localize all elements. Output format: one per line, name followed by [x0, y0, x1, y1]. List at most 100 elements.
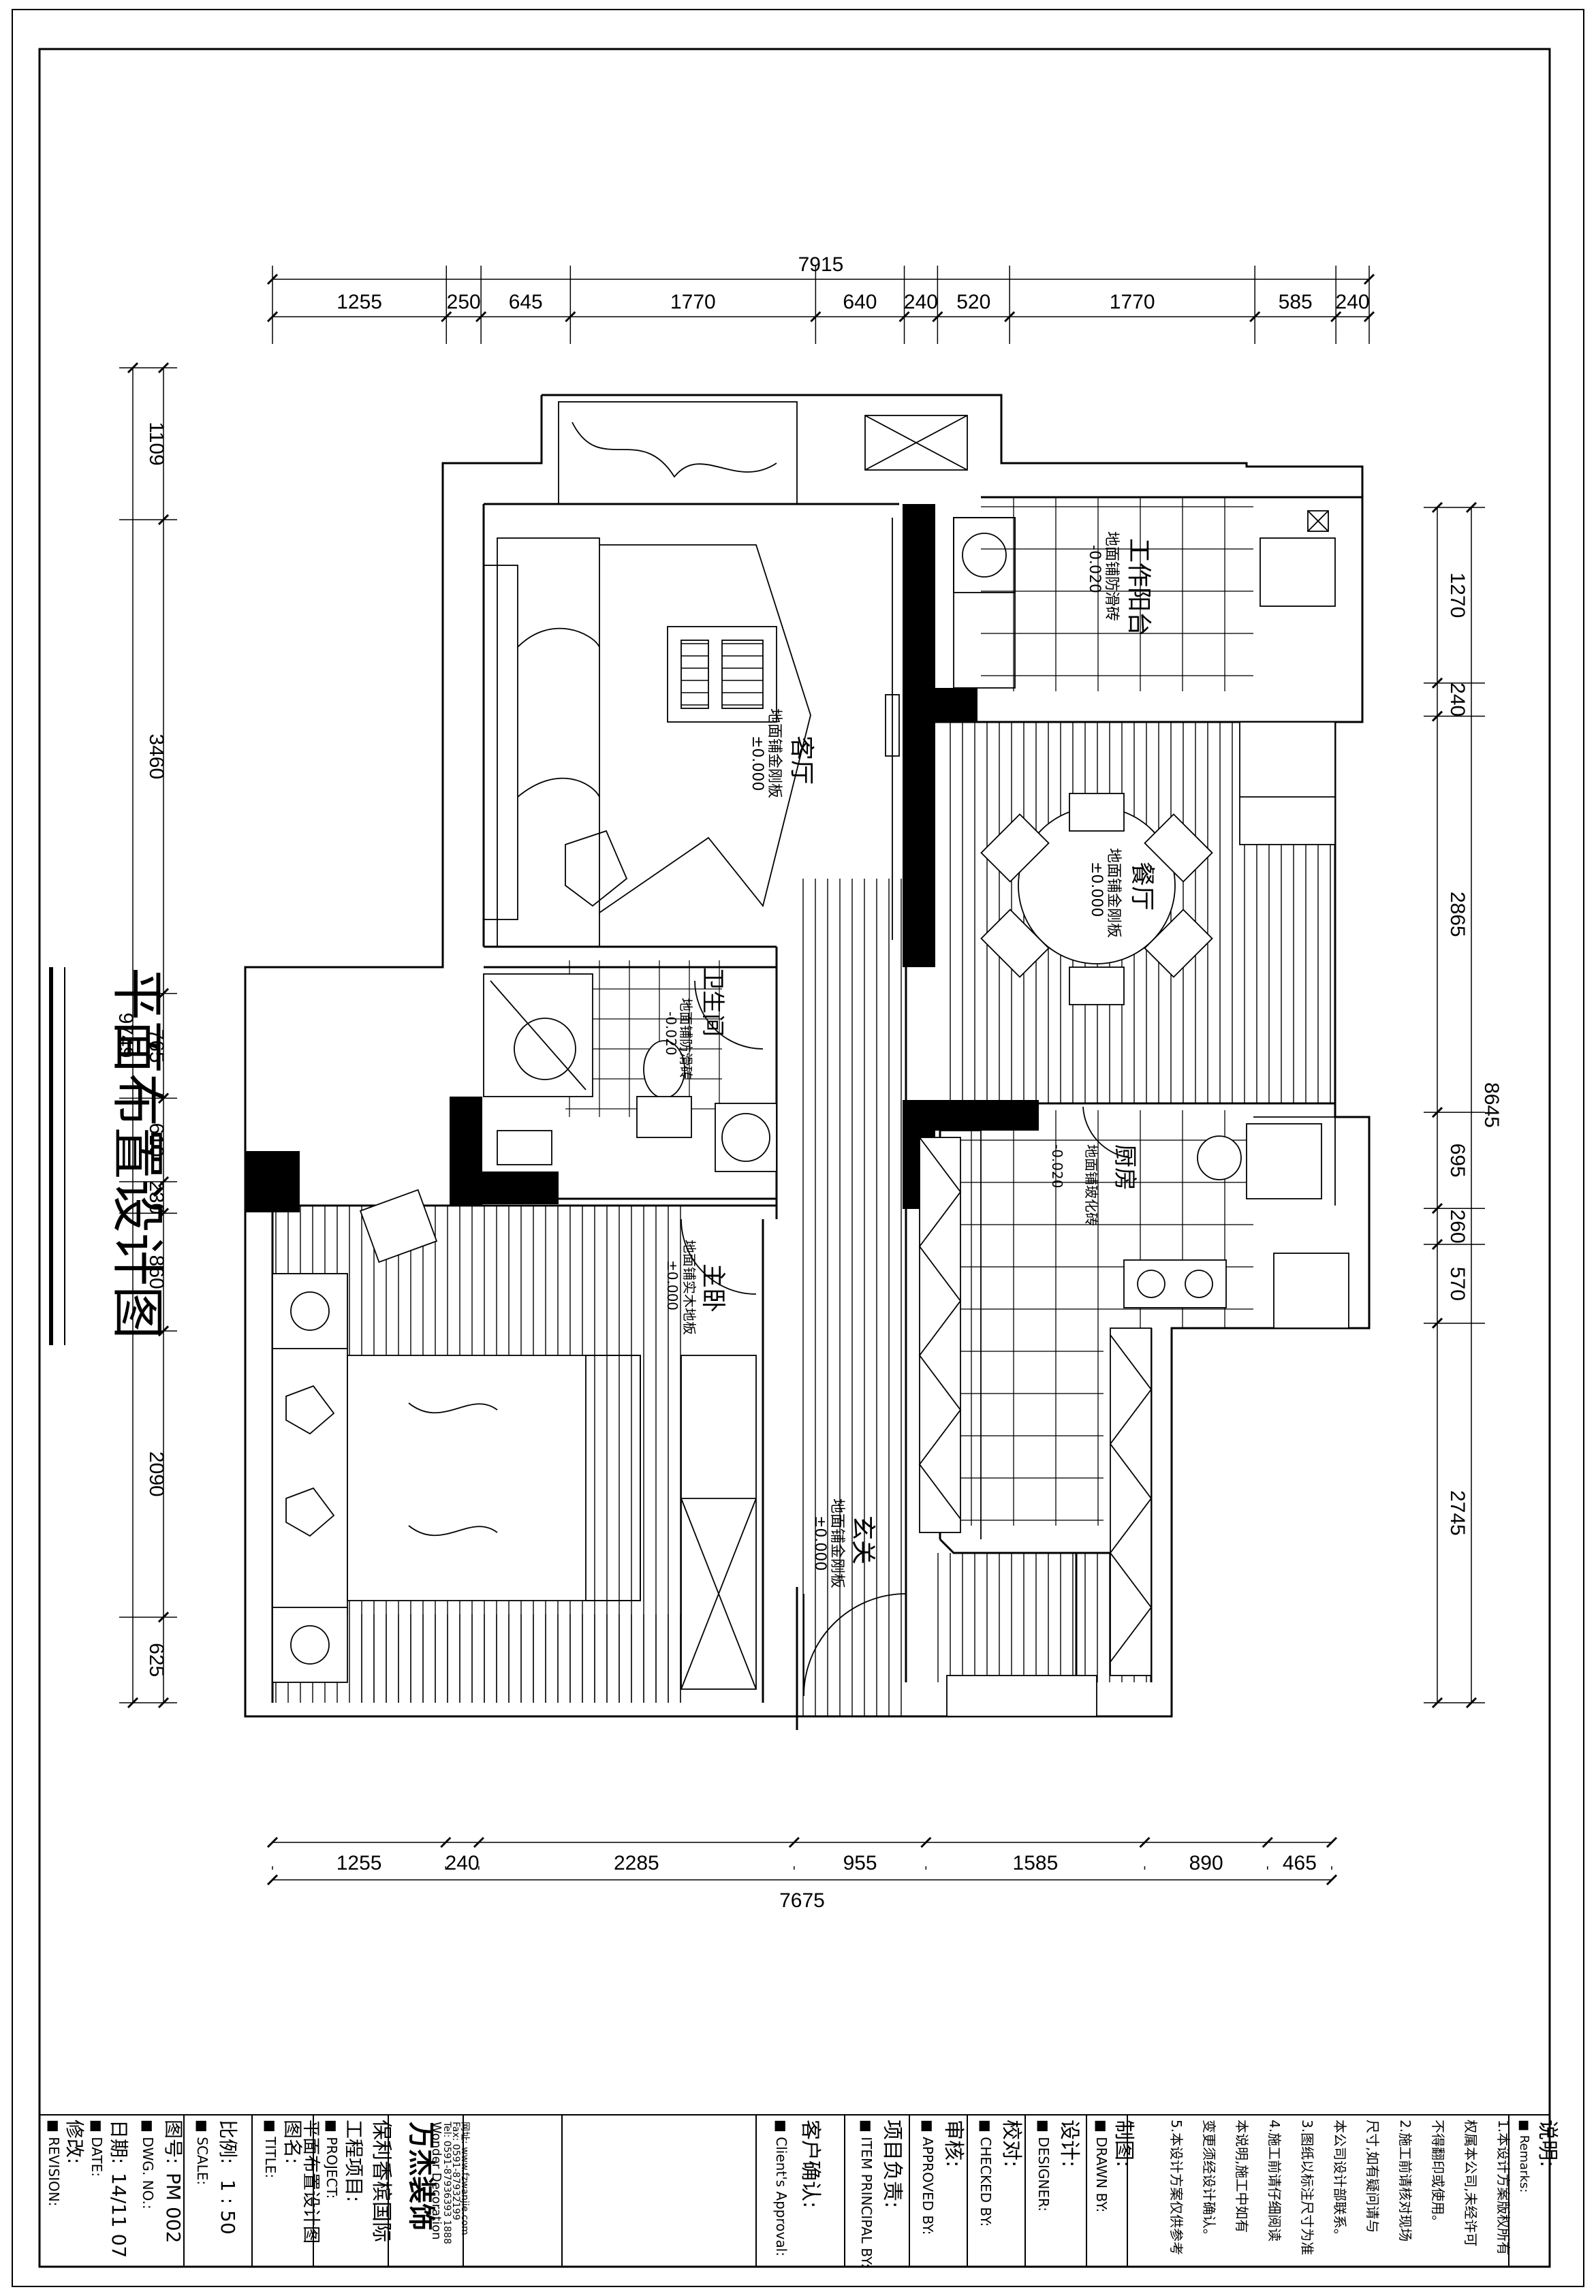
dim-segment-label: 695: [1446, 1144, 1469, 1178]
dim-segment-label: 1255: [337, 291, 382, 313]
approved-label: 审核:: [941, 2120, 965, 2167]
nightstand-bottom: [272, 1607, 348, 1683]
bedroom-cushions: [285, 1385, 335, 1537]
outer-sheet-border: [12, 9, 1584, 2287]
drawn-label: 制图:: [1112, 2120, 1136, 2167]
dim-total-label: 8645: [1480, 1082, 1503, 1128]
remarks-line: 本公司设计部联系。: [1332, 2120, 1348, 2242]
kitchen-bottom-wall: [939, 1538, 1151, 1554]
dim-segment-label: 955: [843, 1852, 877, 1874]
nightstand-top: [272, 1273, 348, 1349]
designer-label: 设计:: [1057, 2120, 1081, 2167]
kitchen-tall-cabinets: [918, 1137, 962, 1533]
company-logo: 万杰装饰: [405, 2122, 437, 2231]
bed-pillow-lines: [408, 1402, 498, 1537]
wash-basin-icon: [721, 1113, 770, 1162]
wardrobe: [680, 1355, 757, 1690]
tv-unit: [885, 694, 900, 757]
corridor-floor: 地面铺金刚板: [828, 1498, 845, 1588]
bedroom-bottom-hatch: [354, 1614, 681, 1703]
shower-diagonal: [490, 980, 586, 1090]
dim-segment-label: 1585: [1013, 1852, 1059, 1874]
living-room-name: 客厅: [787, 736, 815, 785]
dim-tick: [1326, 1836, 1338, 1849]
kitchen-door-swing: [1082, 1106, 1131, 1159]
remarks-line: 4.施工前请仔细阅读: [1266, 2120, 1283, 2242]
balcony-floor: 地面铺防滑砖: [1103, 531, 1120, 621]
dim-segment-label: 1255: [337, 1852, 382, 1874]
dim-total-label: 7915: [798, 253, 844, 276]
chef-figure-icon: [1197, 1135, 1242, 1180]
burner-right-icon: [1185, 1270, 1213, 1298]
bathroom-name: 卫生间: [699, 967, 726, 1037]
living-room-level: ±0.000: [749, 736, 766, 791]
dining-chair-bottom-right: [1144, 909, 1213, 978]
dim-segment-label: 860: [145, 1255, 168, 1289]
dim-tick: [1262, 1836, 1273, 1849]
column-bathroom-bottom: [450, 1171, 559, 1204]
bedroom-door-swing: [680, 1218, 757, 1295]
remarks-line: 2.施工前请核对现场: [1397, 2120, 1413, 2242]
client-label: 客户确认:: [798, 2120, 822, 2208]
dim-segment-label: 260: [1446, 1210, 1469, 1244]
corridor-floor-hatch: [797, 879, 906, 1716]
dim-segment-label: 890: [1189, 1852, 1223, 1874]
kitchen-floor: 地面铺玻化砖: [1083, 1144, 1099, 1226]
dim-segment-label: 610: [145, 1123, 168, 1157]
drawn-label-en: ■ DRAWN BY:: [1093, 2120, 1110, 2212]
washer-box: [953, 517, 1016, 593]
kitchen-floor-tile: [960, 1110, 1253, 1526]
washing-machine-icon: [962, 533, 1007, 578]
coffee-table-inset-2: [721, 640, 764, 709]
date-value: 14/11 07: [108, 2173, 130, 2258]
scale-value: 1 : 50: [217, 2180, 239, 2235]
dim-segment-label: 240: [1336, 291, 1370, 313]
remarks-line: 尺寸,如有疑问请与: [1364, 2120, 1381, 2233]
company-web: 网址: www.fzwanjie.com: [459, 2122, 470, 2235]
checked-label: 校对:: [999, 2120, 1023, 2167]
dim-segment-label: 2285: [614, 1852, 659, 1874]
lamp-bottom-icon: [290, 1625, 330, 1665]
dim-segment-label: 1770: [670, 291, 716, 313]
outer-wall-right: [542, 394, 1371, 1718]
dim-segment-label: 1270: [1446, 573, 1469, 618]
utility-sink: [1259, 537, 1336, 607]
client-label-en: ■ Client's Approval:: [773, 2120, 789, 2256]
living-sofa-back: [483, 565, 518, 920]
dim-segment-label: 240: [445, 1852, 480, 1874]
dim-segment-label: 645: [509, 291, 543, 313]
bathroom-door-swing: [694, 980, 764, 1050]
title-block: [39, 2114, 1550, 2267]
dining-chair-bottom-left: [980, 909, 1050, 978]
sofa-cushion-lines: [517, 627, 600, 798]
principal-label: 项目负责:: [880, 2120, 904, 2208]
dim-segment-label: 1770: [1110, 291, 1155, 313]
dim-tick: [920, 1836, 932, 1849]
dining-room-level: ±0.000: [1088, 862, 1105, 917]
duct-shaft: [864, 415, 968, 471]
shoe-cabinet-column: [1110, 1327, 1152, 1676]
armchair: [565, 830, 628, 907]
living-rug-outline: [599, 544, 811, 913]
dim-tick: [440, 1836, 452, 1849]
bath-vanity: [497, 1130, 552, 1165]
dim-total-label: 9749: [114, 1013, 137, 1058]
title-label: 图名:: [281, 2120, 304, 2164]
dining-chair-top: [1069, 793, 1125, 832]
dining-room-floor: 地面铺金刚板: [1105, 848, 1122, 938]
title-block-frame: [39, 2114, 1550, 2267]
remarks-line: 5.本设计方案仅供参考: [1168, 2120, 1185, 2255]
dim-tick: [473, 1836, 484, 1849]
dim-segment-label: 250: [447, 291, 481, 313]
living-room-floor: 地面铺金刚板: [766, 708, 783, 798]
company-fax: Fax: 0591-87932199: [450, 2122, 461, 2220]
project-label: 工程项目:: [343, 2120, 365, 2202]
outer-wall-left: [244, 395, 797, 1718]
room-labels: 客厅 地面铺金刚板 ±0.000 餐厅 地面铺金刚板 ±0.000 工作阳台 地…: [663, 531, 1156, 1588]
remarks-line: 变更须经设计确认。: [1201, 2120, 1217, 2242]
principal-label-en: ■ ITEM PRINCIPAL BY:: [858, 2120, 875, 2267]
title-value: 平面布置设计图: [300, 2120, 321, 2244]
structural-columns: [245, 504, 1039, 1212]
